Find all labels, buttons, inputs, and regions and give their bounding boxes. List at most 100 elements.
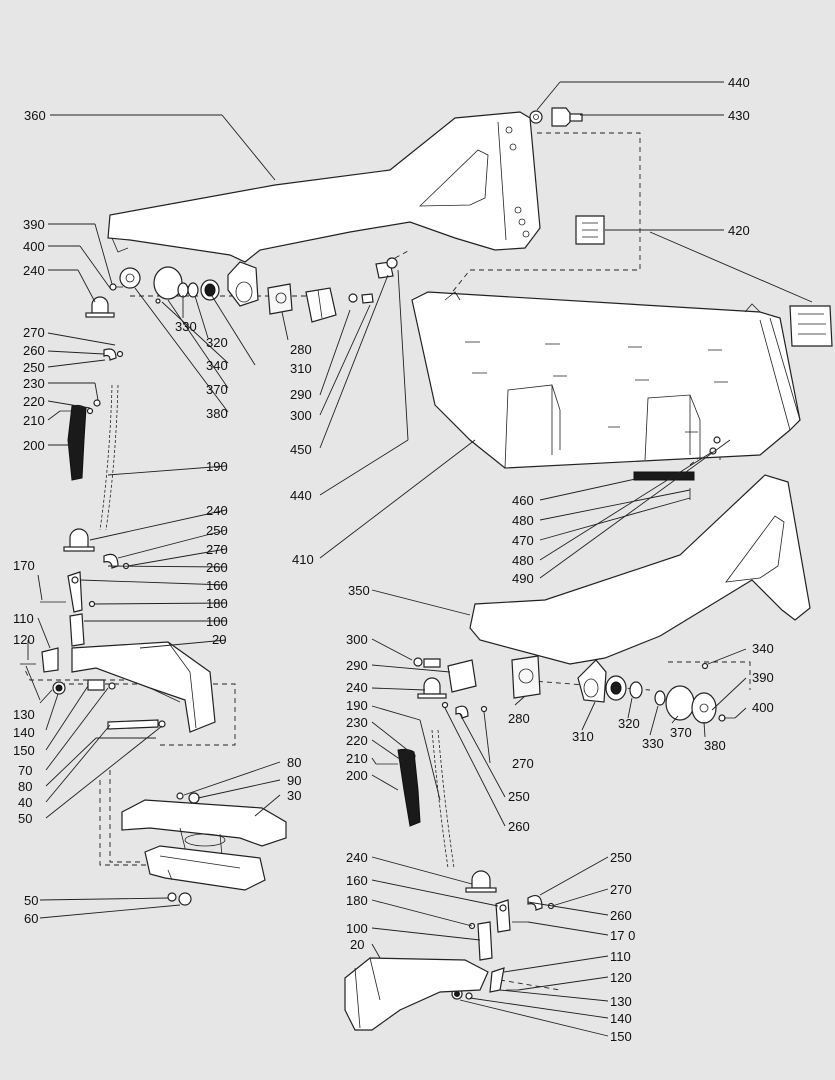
callout-310: 310 bbox=[290, 361, 312, 376]
callout-140-b: 140 bbox=[610, 1011, 632, 1026]
callout-310-b: 310 bbox=[572, 729, 594, 744]
callout-270-c: 270 bbox=[512, 756, 534, 771]
callout-400-b: 400 bbox=[752, 700, 774, 715]
callout-160-b: 160 bbox=[346, 873, 368, 888]
callout-330: 330 bbox=[175, 319, 197, 334]
lower-lifting-arm bbox=[469, 474, 811, 703]
callout-330-b: 330 bbox=[642, 736, 664, 751]
callout-150: 150 bbox=[13, 743, 35, 758]
upper-lifting-arm bbox=[107, 111, 541, 307]
callout-170-b: 17 0 bbox=[610, 928, 635, 943]
callout-270-d: 270 bbox=[610, 882, 632, 897]
callout-240-b: 240 bbox=[206, 503, 228, 518]
callout-490: 490 bbox=[512, 571, 534, 586]
callout-20: 20 bbox=[212, 632, 226, 647]
bolt-430 bbox=[529, 107, 583, 127]
callout-260-c: 260 bbox=[508, 819, 530, 834]
callout-280: 280 bbox=[290, 342, 312, 357]
callout-410: 410 bbox=[292, 552, 314, 567]
callout-260-d: 260 bbox=[610, 908, 632, 923]
callout-380: 380 bbox=[206, 406, 228, 421]
callout-230-b: 230 bbox=[346, 715, 368, 730]
callout-270: 270 bbox=[23, 325, 45, 340]
callout-40: 40 bbox=[18, 795, 32, 810]
callout-300-b: 300 bbox=[346, 632, 368, 647]
callout-190-b: 190 bbox=[346, 698, 368, 713]
callout-320: 320 bbox=[206, 335, 228, 350]
callout-260-b: 260 bbox=[206, 560, 228, 575]
callout-250-c: 250 bbox=[508, 789, 530, 804]
callout-390: 390 bbox=[23, 217, 45, 232]
right-hanger bbox=[376, 729, 555, 1000]
mounting-block-lower bbox=[413, 655, 541, 719]
callout-340: 340 bbox=[206, 358, 228, 373]
callout-290: 290 bbox=[290, 387, 312, 402]
left-hanger-upper bbox=[60, 348, 124, 531]
callout-360: 360 bbox=[24, 108, 46, 123]
leader-lines bbox=[25, 81, 813, 1037]
callout-150-b: 150 bbox=[610, 1029, 632, 1044]
callout-250-d: 250 bbox=[610, 850, 632, 865]
cross-beam-30 bbox=[121, 792, 287, 857]
callout-270-b: 270 bbox=[206, 542, 228, 557]
callout-260: 260 bbox=[23, 343, 45, 358]
callout-110: 110 bbox=[13, 611, 34, 626]
callout-120-b: 120 bbox=[610, 970, 632, 985]
callout-180-b: 180 bbox=[346, 893, 368, 908]
callout-440-b: 440 bbox=[290, 488, 312, 503]
callout-350: 350 bbox=[348, 583, 370, 598]
callout-400: 400 bbox=[23, 239, 45, 254]
callout-340-b: 340 bbox=[752, 641, 774, 656]
callout-160: 160 bbox=[206, 578, 228, 593]
callout-190: 190 bbox=[206, 459, 228, 474]
callout-460: 460 bbox=[512, 493, 534, 508]
callout-130: 130 bbox=[13, 707, 35, 722]
callout-170: 170 bbox=[13, 558, 35, 573]
callout-290-b: 290 bbox=[346, 658, 368, 673]
shim-plate-420-top bbox=[575, 215, 605, 245]
callout-250-b: 250 bbox=[206, 523, 228, 538]
callout-210-b: 210 bbox=[346, 751, 368, 766]
callout-90: 90 bbox=[287, 773, 301, 788]
shim-plate-420-right bbox=[789, 305, 833, 347]
callout-60: 60 bbox=[24, 911, 38, 926]
callout-420: 420 bbox=[728, 223, 750, 238]
callout-70: 70 bbox=[18, 763, 32, 778]
callout-100-b: 100 bbox=[346, 921, 368, 936]
callout-240-c: 240 bbox=[346, 680, 368, 695]
pivot-hardware-upper bbox=[85, 266, 220, 318]
callout-370: 370 bbox=[206, 382, 228, 397]
callout-110-b: 110 bbox=[610, 949, 631, 964]
callout-240: 240 bbox=[23, 263, 45, 278]
side-frame-20-right bbox=[344, 957, 489, 1031]
callout-440: 440 bbox=[728, 75, 750, 90]
callout-200: 200 bbox=[23, 438, 45, 453]
callout-20-b: 20 bbox=[350, 937, 364, 952]
callout-120: 120 bbox=[13, 632, 35, 647]
callout-300: 300 bbox=[290, 408, 312, 423]
base-40 bbox=[144, 845, 266, 906]
callout-320-b: 320 bbox=[618, 716, 640, 731]
callout-370-b: 370 bbox=[670, 725, 692, 740]
callout-50-b: 50 bbox=[24, 893, 38, 908]
callout-380-b: 380 bbox=[704, 738, 726, 753]
callout-220-b: 220 bbox=[346, 733, 368, 748]
callout-240-d: 240 bbox=[346, 850, 368, 865]
callout-80: 80 bbox=[287, 755, 301, 770]
callout-210: 210 bbox=[23, 413, 45, 428]
callout-480: 480 bbox=[512, 513, 534, 528]
callout-450: 450 bbox=[290, 442, 312, 457]
callout-140: 140 bbox=[13, 725, 35, 740]
callout-280-b: 280 bbox=[508, 711, 530, 726]
callout-470: 470 bbox=[512, 533, 534, 548]
callout-50: 50 bbox=[18, 811, 32, 826]
callout-430: 430 bbox=[728, 108, 750, 123]
callout-250: 250 bbox=[23, 360, 45, 375]
callout-230: 230 bbox=[23, 376, 45, 391]
callout-480-b: 480 bbox=[512, 553, 534, 568]
callout-180: 180 bbox=[206, 596, 228, 611]
mounting-block-upper bbox=[267, 257, 398, 323]
callout-labels: 440 430 360 420 390 400 240 330 320 280 … bbox=[13, 75, 774, 1044]
collection-tray-410 bbox=[411, 291, 801, 500]
